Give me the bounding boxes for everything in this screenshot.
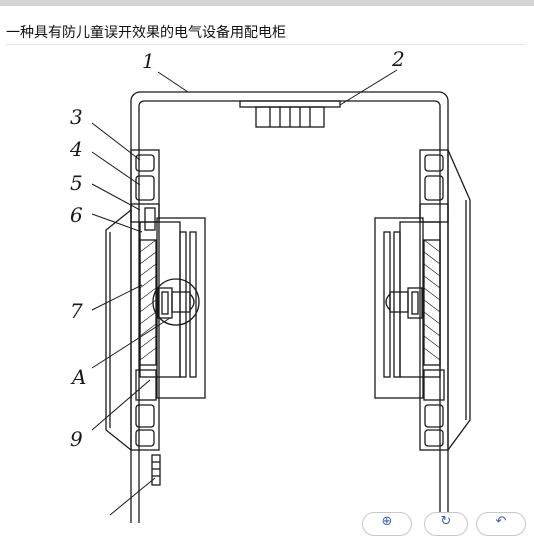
left-roller-1 (135, 154, 155, 172)
left-side-plate (105, 209, 132, 451)
label-9: 9 (70, 427, 83, 451)
right-guide-plate (419, 203, 449, 223)
right-side-plate (447, 149, 471, 451)
right-slot-1 (393, 231, 401, 378)
title-divider (6, 44, 526, 45)
left-lower-block (135, 369, 157, 401)
left-slide-housing (139, 221, 181, 378)
right-hatched-strip (423, 239, 441, 366)
right-roller-2 (424, 175, 444, 201)
zoom-in-icon: ⊕ (381, 514, 393, 529)
right-roller-3 (424, 404, 444, 428)
rotate-button[interactable]: ↻ (424, 512, 468, 536)
right-outer-rail (419, 149, 449, 451)
right-roller-4 (424, 429, 444, 447)
left-outer-rail (130, 149, 160, 451)
rotate-icon: ↻ (440, 514, 452, 529)
label-5: 5 (70, 171, 83, 195)
left-slot-1 (179, 231, 187, 378)
right-inner-panel (374, 217, 424, 399)
label-4: 4 (69, 137, 83, 161)
left-roller-3 (135, 404, 155, 428)
label-6: 6 (70, 203, 83, 227)
left-lock-knob (171, 291, 191, 313)
undo-icon: ↶ (495, 514, 507, 529)
left-roller-4 (135, 429, 155, 447)
top-vent-plate (239, 100, 341, 108)
top-bar (0, 0, 534, 6)
right-lock-knob (389, 291, 409, 313)
detail-circle-A (152, 278, 200, 326)
label-7: 7 (70, 299, 83, 323)
right-lower-block (423, 369, 445, 401)
right-roller-1 (424, 154, 444, 172)
page-title: 一种具有防儿童误开效果的电气设备用配电柜 (6, 25, 286, 41)
label-1: 1 (142, 49, 155, 73)
left-inner-panel (156, 217, 206, 399)
left-spring (151, 454, 161, 486)
left-roller-2 (135, 175, 155, 201)
label-2: 2 (391, 47, 405, 71)
patent-drawing: 1 2 3 4 5 6 7 A 9 (69, 47, 471, 523)
left-hatched-strip (139, 239, 157, 366)
label-A: A (70, 365, 86, 389)
undo-button[interactable]: ↶ (476, 512, 526, 536)
zoom-in-button[interactable]: ⊕ (362, 512, 412, 536)
label-3: 3 (70, 105, 83, 129)
